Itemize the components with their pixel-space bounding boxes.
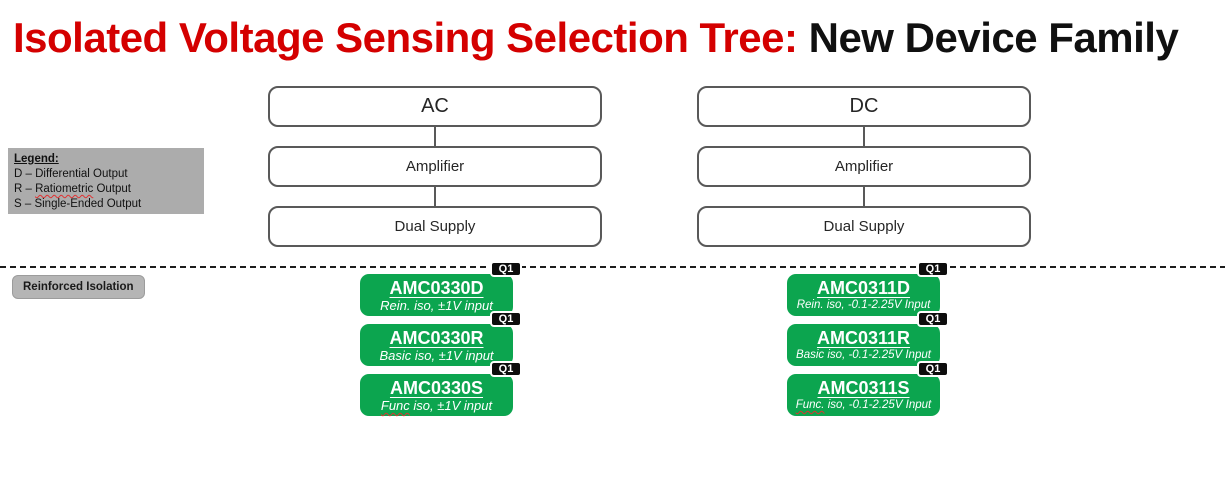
q1-badge: Q1	[490, 261, 522, 277]
device-stack-ac: Q1 AMC0330D Rein. iso, ±1V input Q1 AMC0…	[360, 261, 522, 416]
reinforced-isolation-divider	[0, 266, 1225, 268]
tree-column-dc: DC Amplifier Dual Supply	[697, 86, 1031, 247]
q1-badge: Q1	[917, 311, 949, 327]
device-subtitle: Func iso, ±1V input	[381, 398, 492, 413]
device-subtitle: Func. iso, -0.1-2.25V Input	[796, 398, 932, 413]
device-name: AMC0311R	[816, 328, 911, 348]
page-title-suffix: New Device Family	[797, 14, 1179, 61]
device-subtitle: Rein. iso, ±1V input	[380, 298, 493, 313]
device-stack-dc: Q1 AMC0311D Rein. iso, -0.1-2.25V Input …	[787, 261, 949, 416]
device-name: AMC0330D	[389, 278, 484, 298]
page-title: Isolated Voltage Sensing Selection Tree:…	[13, 14, 1179, 62]
legend-item-ratiometric: R – Ratiometric Output	[14, 182, 204, 197]
device-card-amc0330d[interactable]: Q1 AMC0330D Rein. iso, ±1V input	[360, 261, 522, 316]
tree-root-dc: DC	[697, 86, 1031, 127]
legend-item-differential: D – Differential Output	[14, 168, 128, 180]
device-subtitle-squiggle: Func	[380, 398, 410, 413]
device-subtitle-text: Basic iso, -0.1-2.25V Input	[796, 349, 931, 361]
device-subtitle-squiggle: Func.	[795, 399, 825, 411]
device-subtitle-text: Basic iso, ±1V input	[379, 348, 494, 363]
connector-line	[863, 127, 865, 146]
q1-badge: Q1	[490, 311, 522, 327]
tree-node-ac-dual-supply: Dual Supply	[268, 206, 602, 247]
q1-badge: Q1	[917, 261, 949, 277]
device-subtitle-text: Rein. iso, -0.1-2.25V Input	[796, 299, 931, 311]
q1-badge: Q1	[490, 361, 522, 377]
legend-item-ratiometric-suffix: Output	[93, 183, 131, 195]
page-title-accent: Isolated Voltage Sensing Selection Tree:	[13, 14, 798, 61]
tree-node-dc-dual-supply: Dual Supply	[697, 206, 1031, 247]
reinforced-isolation-label: Reinforced Isolation	[12, 275, 145, 299]
device-name: AMC0311D	[816, 278, 911, 298]
connector-line	[434, 187, 436, 206]
device-subtitle: Basic iso, ±1V input	[379, 348, 493, 363]
device-name: AMC0311S	[817, 378, 910, 398]
device-subtitle: Rein. iso, -0.1-2.25V Input	[797, 298, 931, 313]
connector-line	[434, 127, 436, 146]
legend-box: Legend: D – Differential Output R – Rati…	[8, 148, 204, 214]
tree-root-ac: AC	[268, 86, 602, 127]
device-card-amc0311r[interactable]: Q1 AMC0311R Basic iso, -0.1-2.25V Input	[787, 311, 949, 366]
device-subtitle-text: Rein. iso, ±1V input	[380, 298, 493, 313]
legend-item-ratiometric-word: Ratiometric	[35, 183, 94, 195]
tree-node-dc-amplifier: Amplifier	[697, 146, 1031, 187]
tree-node-ac-amplifier: Amplifier	[268, 146, 602, 187]
device-subtitle-text: iso, -0.1-2.25V Input	[824, 399, 932, 411]
legend-item-ratiometric-prefix: R –	[14, 183, 36, 195]
device-subtitle: Basic iso, -0.1-2.25V Input	[796, 348, 931, 363]
device-card-amc0330r[interactable]: Q1 AMC0330R Basic iso, ±1V input	[360, 311, 522, 366]
q1-badge: Q1	[917, 361, 949, 377]
tree-column-ac: AC Amplifier Dual Supply	[268, 86, 602, 247]
device-card-amc0311d[interactable]: Q1 AMC0311D Rein. iso, -0.1-2.25V Input	[787, 261, 949, 316]
device-subtitle-text: iso, ±1V input	[409, 398, 493, 413]
device-card-amc0330s[interactable]: Q1 AMC0330S Func iso, ±1V input	[360, 361, 522, 416]
legend-heading: Legend:	[14, 153, 59, 165]
device-card-amc0311s[interactable]: Q1 AMC0311S Func. iso, -0.1-2.25V Input	[787, 361, 949, 416]
device-name: AMC0330S	[389, 378, 484, 398]
legend-item-single-ended: S – Single-Ended Output	[14, 198, 142, 210]
connector-line	[863, 187, 865, 206]
device-name: AMC0330R	[389, 328, 484, 348]
